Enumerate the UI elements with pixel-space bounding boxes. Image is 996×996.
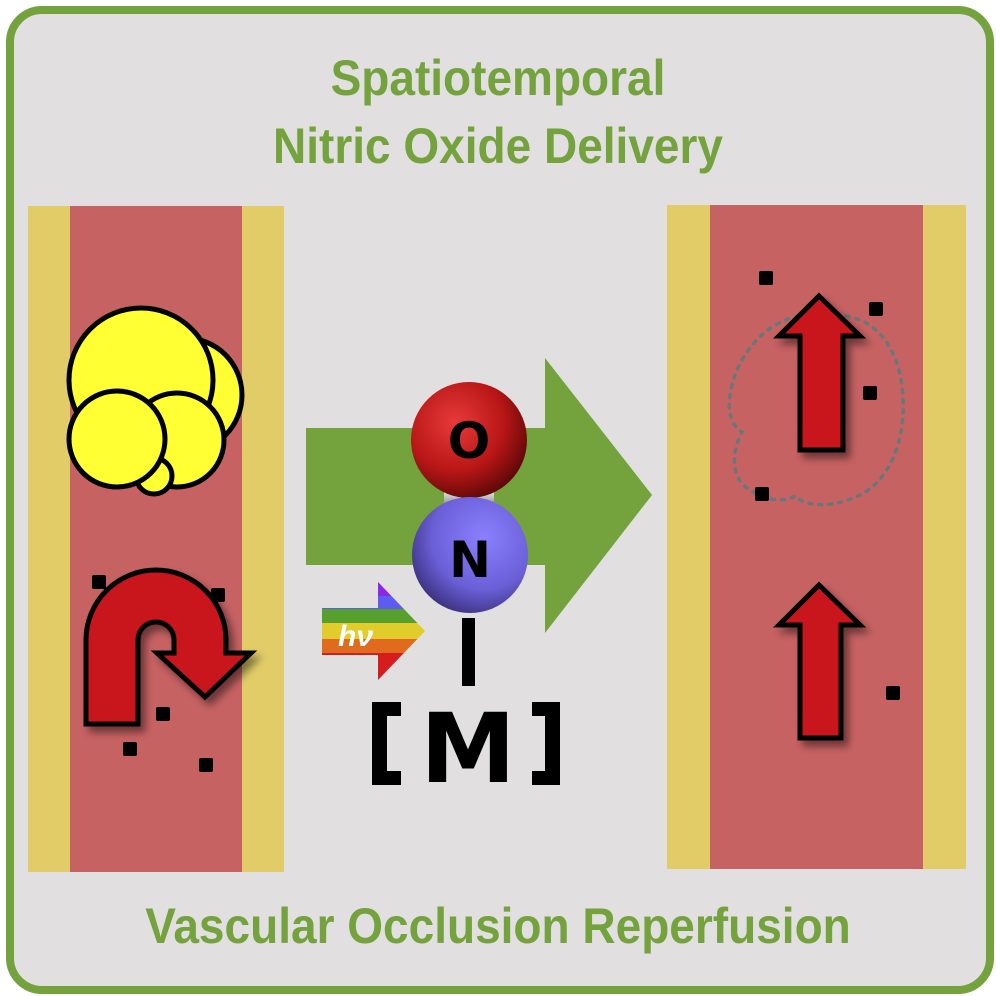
- particle: [869, 302, 883, 316]
- nitric-oxide-molecule: O N: [411, 382, 528, 613]
- particle: [199, 758, 213, 772]
- particle: [886, 686, 900, 700]
- left-no-particles: [92, 575, 225, 772]
- metal-label: M: [420, 693, 516, 805]
- metal-complex: M: [372, 693, 560, 805]
- nitrogen-atom: [412, 497, 528, 613]
- particle: [759, 271, 773, 285]
- title-line-2: Nitric Oxide Delivery: [273, 118, 723, 174]
- left-bracket: [372, 702, 401, 785]
- u-turn-arrow-icon: [83, 567, 258, 727]
- right-no-particles: [755, 271, 900, 700]
- light-hv-label: hν: [338, 620, 373, 653]
- left-vessel: [28, 206, 284, 872]
- particle: [863, 386, 877, 400]
- up-arrow-icon: [772, 292, 867, 453]
- dissolved-clot-outline: [727, 311, 905, 507]
- oxygen-atom: [411, 382, 527, 498]
- up-arrow-icon: [772, 581, 867, 741]
- particle: [123, 742, 137, 756]
- left-vessel-lumen: [70, 206, 242, 872]
- nitrogen-label: N: [449, 531, 491, 589]
- particle: [92, 575, 106, 589]
- clot-icon: [66, 305, 245, 497]
- right-bracket: [532, 702, 560, 785]
- light-hv-icon: hν: [322, 582, 425, 680]
- footer-title: Vascular Occlusion Reperfusion: [145, 898, 851, 954]
- particle: [156, 707, 170, 721]
- particle: [211, 588, 225, 602]
- metal-bond: [462, 618, 475, 686]
- particle: [755, 487, 769, 501]
- oxygen-label: O: [448, 412, 491, 470]
- title-line-1: Spatiotemporal: [330, 50, 666, 106]
